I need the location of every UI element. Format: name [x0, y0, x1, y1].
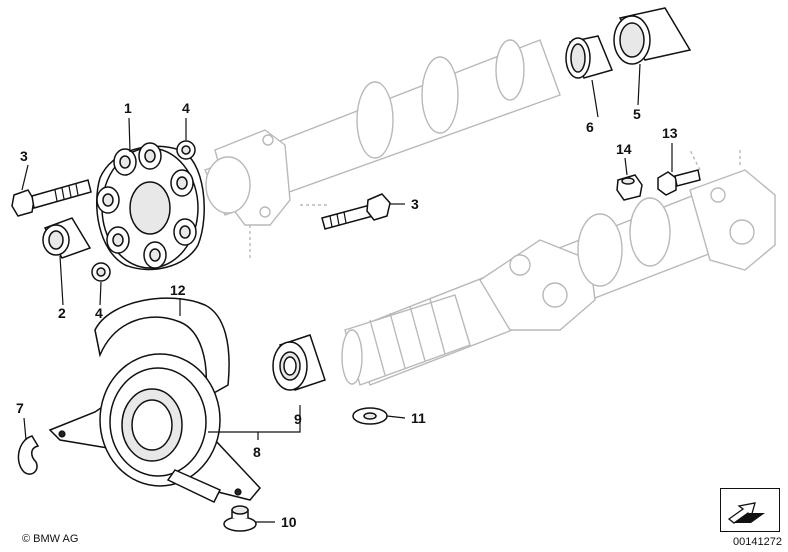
flex-disc [95, 142, 205, 271]
sleeve-5 [613, 7, 692, 65]
callout-4-upper: 4 [182, 100, 190, 116]
flange-nut [223, 505, 257, 532]
center-bearing [48, 353, 262, 503]
nut-lower [91, 262, 111, 282]
callout-14: 14 [616, 141, 632, 157]
callout-10: 10 [281, 514, 297, 530]
callout-11: 11 [411, 410, 426, 426]
copyright-label: © BMW AG [22, 533, 79, 545]
nut-upper [176, 140, 196, 160]
bolt-13 [657, 169, 701, 196]
ball-bearing [272, 334, 326, 391]
heat-shield [94, 297, 230, 400]
callout-12: 12 [170, 282, 186, 298]
image-number: 00141272 [733, 536, 782, 548]
callout-3-left: 3 [20, 148, 28, 164]
bolt-left [11, 179, 92, 217]
callout-2: 2 [58, 305, 66, 321]
callout-6: 6 [586, 119, 594, 135]
nut-14 [616, 174, 643, 201]
bolt-middle [321, 193, 391, 230]
callout-1: 1 [124, 100, 132, 116]
callout-4-lower: 4 [95, 305, 103, 321]
callout-9: 9 [294, 411, 302, 427]
callout-8: 8 [253, 444, 261, 460]
callout-13: 13 [662, 125, 678, 141]
callout-7: 7 [16, 400, 24, 416]
sleeve [42, 217, 92, 259]
ring-6 [565, 35, 614, 79]
leader-lines [21, 63, 673, 523]
callout-3-middle: 3 [411, 196, 419, 212]
driveshaft-ghost [204, 39, 776, 386]
circlip [17, 435, 40, 475]
washer [352, 407, 388, 425]
callout-5: 5 [633, 106, 641, 122]
next-view-arrow-icon[interactable] [720, 488, 780, 532]
